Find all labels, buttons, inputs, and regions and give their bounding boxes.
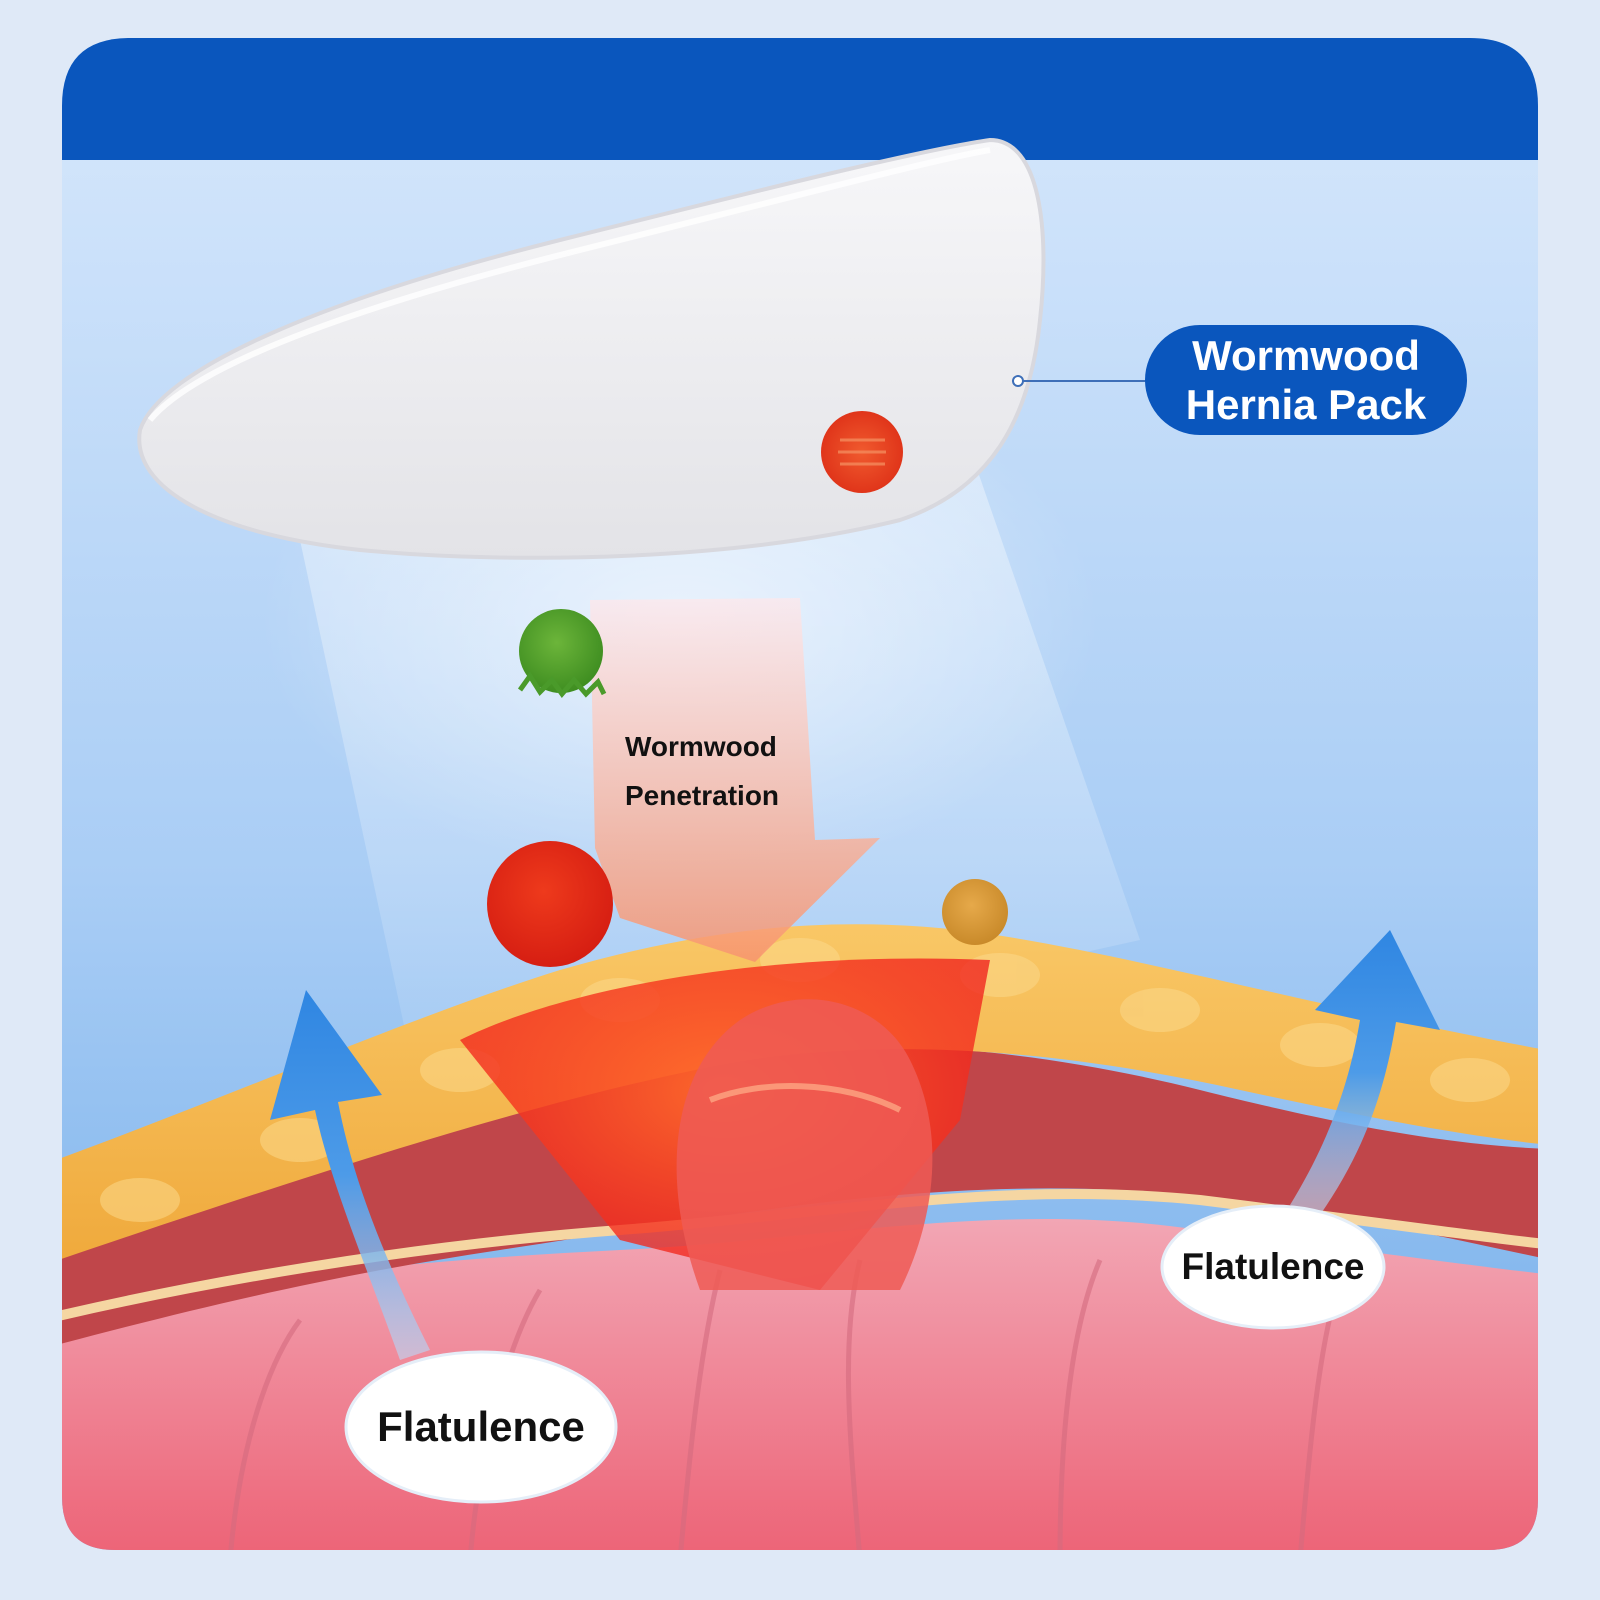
hernia-highlight	[708, 1083, 902, 1113]
callout-connector	[1012, 375, 1145, 387]
pack-pad	[137, 137, 1046, 560]
heat-particle-red-icon	[487, 841, 613, 967]
heat-particle-amber-icon	[942, 879, 1008, 945]
flatulence-label-right: Flatulence	[1181, 1246, 1365, 1287]
product-label-badge: Wormwood Hernia Pack	[1145, 325, 1467, 435]
penetration-label-line2: Penetration	[625, 780, 780, 811]
product-label-line2: Hernia Pack	[1185, 381, 1427, 428]
herb-particle-green-icon	[517, 609, 607, 699]
hernia-bulge	[676, 999, 933, 1290]
penetration-label: Wormwood Penetration	[625, 722, 779, 820]
flatulence-bubble-left	[344, 1350, 618, 1504]
fat-layer	[62, 924, 1538, 1280]
flatulence-bubble-right	[1160, 1204, 1386, 1330]
flatulence-arrow-left-icon	[270, 990, 430, 1360]
flatulence-arrow-right-icon	[1290, 930, 1440, 1215]
penetration-label-line1: Wormwood	[625, 731, 777, 762]
header-band	[62, 38, 1538, 160]
pack-edge-highlight	[147, 147, 991, 422]
product-label-line1: Wormwood	[1192, 332, 1420, 379]
fat-cells	[100, 938, 1510, 1222]
penetration-arrow-icon	[590, 598, 880, 962]
hernia-pack	[137, 137, 1046, 560]
flatulence-label-left: Flatulence	[377, 1403, 585, 1450]
